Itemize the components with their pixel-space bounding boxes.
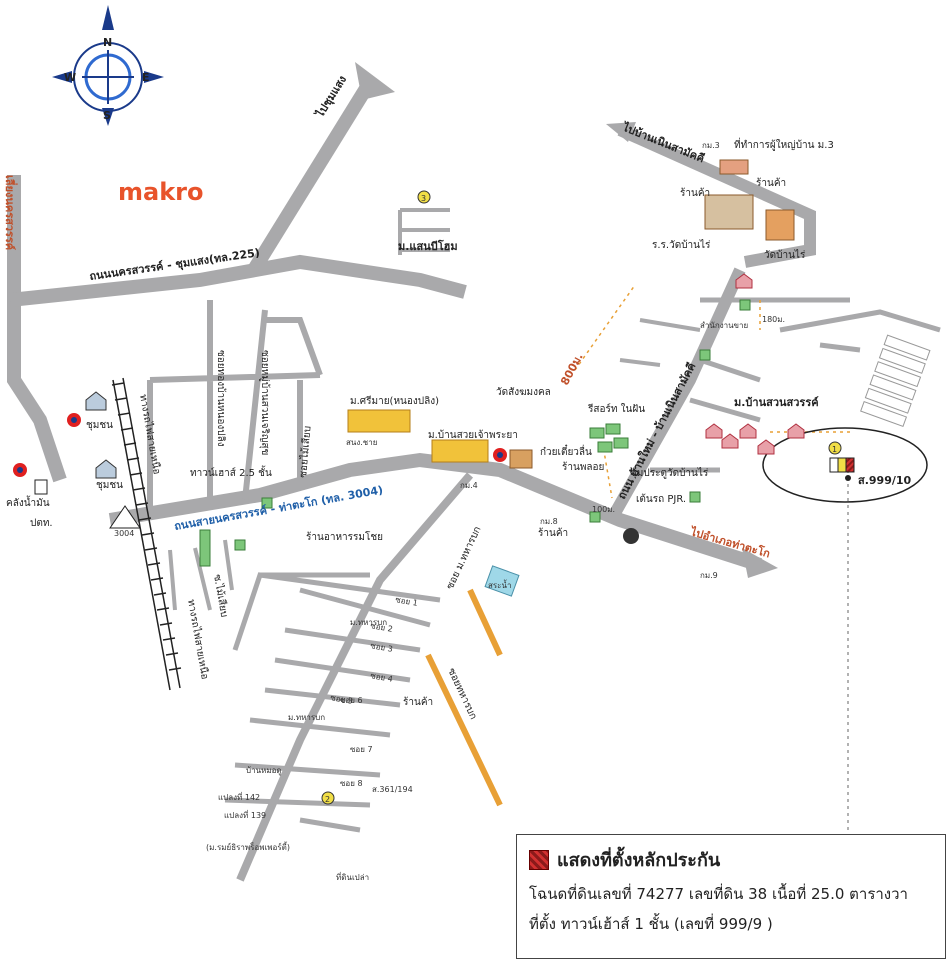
road-arrows [355,62,778,578]
label-plot142: แปลงที่ 142 [218,791,260,802]
label-parcel-ref: ส.361/194 [372,785,413,794]
orange-roads [425,588,503,807]
road-chumsaeng [249,78,376,272]
distance-lines [574,284,850,830]
label-office-small: สำนักงานขาย [700,321,748,330]
legend-line1: โฉนดที่ดินเลขที่ 74277 เลขที่ดิน 38 เนื้… [529,885,908,903]
label-soi6: ซอย 6 [340,696,363,705]
label-soi-b: ซอยหมู่บ้านสวนเจริญสุข [259,350,271,455]
marker-2: 2 [325,795,330,804]
label-restaurant: ร้านอาหารรมโชย [306,530,383,543]
collateral-swatch-icon [529,849,549,870]
label-townhouse: ทาวน์เฮาส์ 2.5 ชั้น [190,465,272,479]
label-community2: ชุมชน [96,480,123,491]
label-plot139: แปลงที่ 139 [224,809,266,820]
house-icons [705,273,805,455]
label-community1: ชุมชน [86,420,113,431]
label-m-suayjaophraya: ม.บ้านสวยเจ้าพระยา [428,429,518,441]
label-m-ramintra: (ม.รมย์ธิราพร็อพเพอร์ตี้) [206,841,290,852]
label-rail-1: ทางรถไฟสายเหนือ [137,393,163,475]
label-km9: กม.9 [700,571,718,580]
label-dist-100: 100ม. [592,505,615,514]
label-soi3: ซอย 3 [370,641,394,654]
roads [7,78,941,882]
label-soi5: ซอย 5 [330,693,354,706]
label-pond: สระน้ำ [488,579,511,590]
label-soi1: ซอย 1 [395,595,419,608]
label-soi-thahan: ซอย ม.ทหารบก [445,525,484,591]
label-soi8: ซอย 8 [340,779,363,788]
label-km3: กม.3 [702,141,720,150]
ptt-icons [13,391,639,544]
label-moo3-office: ที่ทำการผู้ใหญ่บ้าน ม.3 [734,137,834,151]
label-chedi: ร้านพลอย [562,461,604,473]
green-markers [199,299,751,567]
road-225 [9,254,467,307]
marker-1: 1 [832,445,837,454]
label-pjr: เต้นรถ PJR. [636,493,686,505]
label-soi-c: ซอยไม้เสียบ [297,425,313,478]
road-village [604,267,746,525]
legend-title: แสดงที่ตั้งหลักประกัน [557,850,721,871]
label-house-mor: บ้านหมอดู [246,766,282,776]
label-m-suansawan: ม.บ้านสวนสวรรค์ [734,396,819,409]
compass-s: S [103,109,111,122]
label-school: ร.ร.วัดบ้านไร่ [652,239,711,251]
village-images [347,159,795,597]
marker-3: 3 [421,194,426,203]
label-shop2: ร้านค้า [680,187,710,199]
label-m-saenbeesom: ม.แสนบีโฮม [398,239,458,253]
label-village-road: ถนน บ้านใหม่ - บ้านเนินสามัคคี [614,360,698,501]
compass-n: N [103,36,112,49]
housing-blocks [860,334,931,428]
road-baan-noen [617,124,816,268]
label-soi-a: ซอยทองบ้านหนองปลิง [215,350,227,447]
label-m-srimai: ม.ศรีมาย(หนองปลิง) [350,395,439,407]
label-dist-800: 800ม. [558,351,586,387]
label-soi7: ซอย 7 [350,745,373,754]
compass-e: E [142,71,150,84]
label-m-thahanbok-mid: ม.ทหารบก [288,713,325,722]
label-warehouse: คลังน้ำมัน [6,495,50,509]
label-soi-orange: ซอยทหารบก [445,667,478,722]
label-target: ส.999/10 [858,474,912,487]
label-route-sign: 3004 [114,529,134,538]
label-km8: กม.8 [540,517,558,526]
label-km4: กม.4 [460,481,478,490]
label-shop1: ร้านค้า [756,177,786,189]
numbered-markers: 3 2 1 [321,190,837,805]
legend-line2: ที่ตั้ง ทาวน์เฮ้าส์ 1 ชั้น (เลขที่ 999/9… [529,915,773,933]
label-shop3: ร้านค้า [538,527,568,539]
label-rail-2: ทางรถไฟสายเหนือ [185,598,211,680]
label-dist-180: 180ม. [762,315,785,324]
legend-box: แสดงที่ตั้งหลักประกัน โฉนดที่ดินเลขที่ 7… [516,834,946,959]
compass-icon: N S W E [52,5,164,126]
label-wat-baanrai: วัดบ้านไร่ [764,249,806,261]
compass-w: W [64,71,76,84]
left-road [7,175,67,483]
label-soi4: ซอย 4 [370,671,394,684]
road-soi-thahan [236,472,474,882]
legend-title-row: แสดงที่ตั้งหลักประกัน [529,845,933,874]
label-snong-chai: สนง.ชาย [346,438,377,447]
label-shop4: ร้านค้า [403,696,433,708]
label-ptt: ปตท. [30,518,53,529]
label-to-baan-noen: ไปบ้านเนินสามัคคี [619,119,707,165]
label-soi2: ซอย 2 [370,621,394,634]
label-gate: ซุ้มประตูวัดบ้านไร่ [630,467,709,479]
label-m-thahanbok: ม.ทหารบก [350,618,387,627]
label-soi-d: ซ.ไม้เสียบ [211,573,230,618]
label-noodle: ก๋วยเตี๋ยวลื่น [540,444,592,458]
target-area [762,427,928,503]
label-left-road: เลี่ยงนครสวรรค์ [3,175,18,250]
label-wat-sangmongkol: วัดสังฆมงคล [496,387,551,398]
road-3004 [108,452,763,572]
label-empty-land: ที่ดินเปล่า [336,871,369,882]
label-resort: รีสอร์ท ในฝัน [587,403,645,415]
makro-logo: makro [118,178,204,206]
railway [111,377,182,691]
